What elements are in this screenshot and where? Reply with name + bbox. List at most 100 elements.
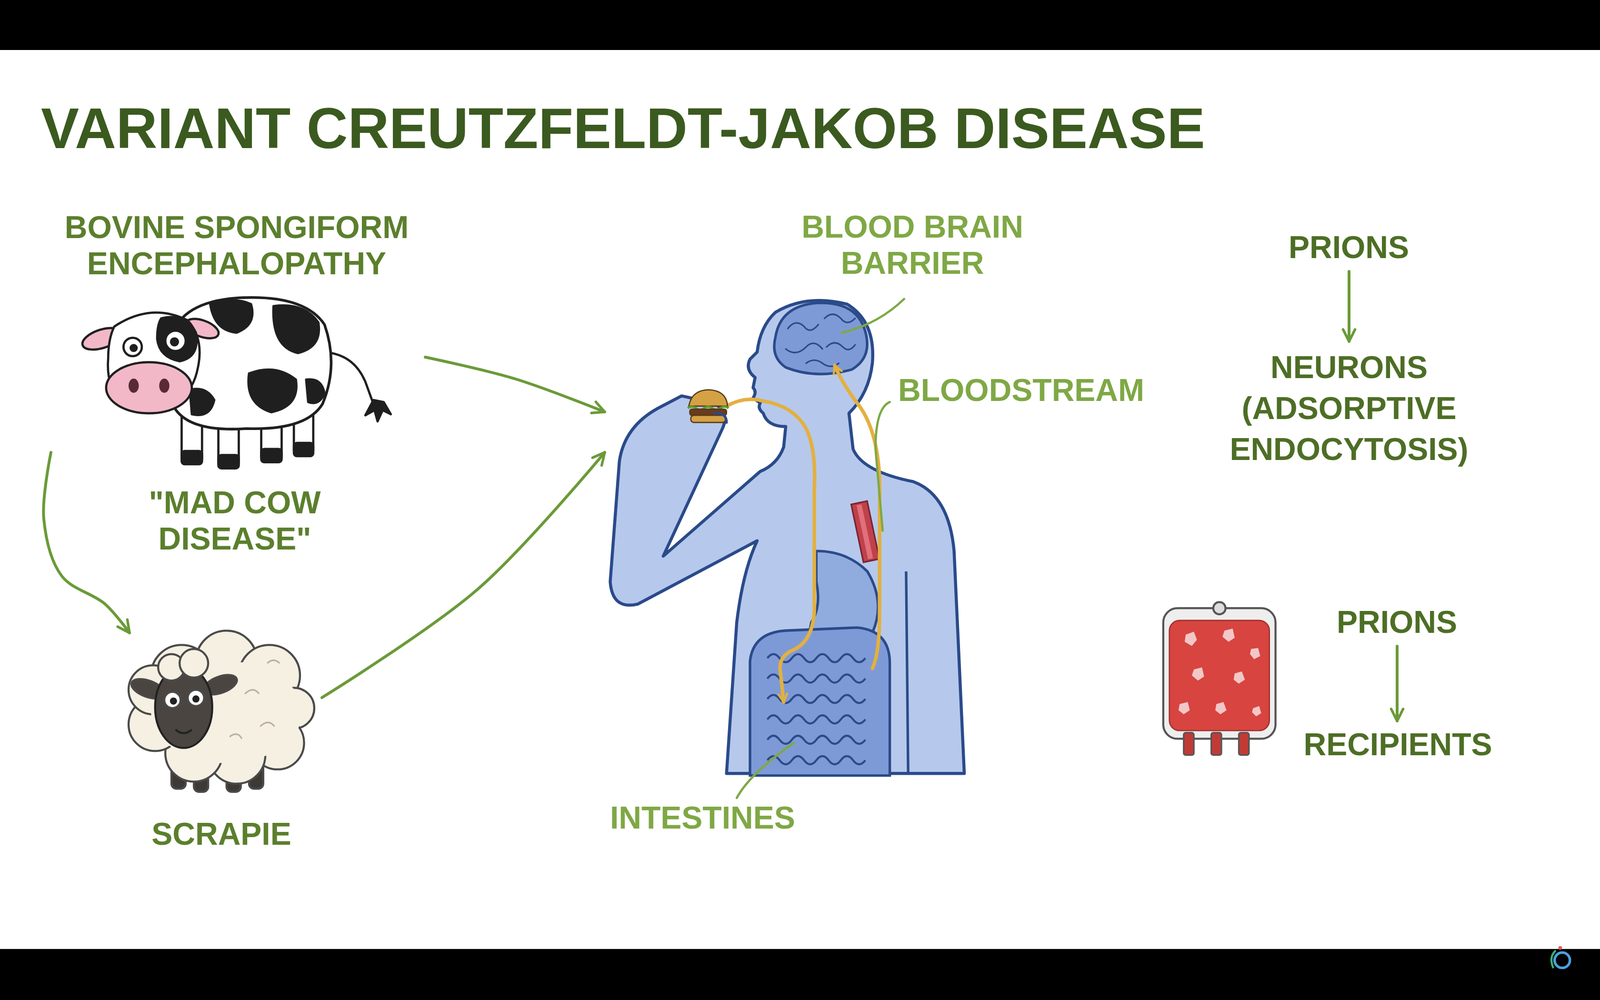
human-illustration [610,300,965,776]
prion-flecks [1184,631,1198,646]
prion-path [834,365,880,669]
burger [687,390,729,423]
node-label: BLOOD BRAIN BARRIER [788,209,1037,282]
sheep-illustration [128,630,315,792]
prion-flecks [1178,701,1190,715]
sheep-eye [164,691,181,709]
leader-line [875,401,890,531]
cow-spots [306,379,325,404]
text-slot: BLOOD BRAIN BARRIER [788,209,1037,282]
prion-flecks [1222,628,1235,642]
sheep-wool [128,630,315,784]
small-intestine-loops [767,715,866,724]
text-slot: SCRAPIE [123,816,320,853]
cow-pupil [170,337,180,347]
publisher-logo [1551,946,1570,969]
text-slot: BOVINE SPONGIFORM ENCEPHALOPATHY [50,209,423,282]
sheep-tuft [179,649,209,678]
brain [774,302,868,374]
cow-legs [181,450,202,465]
cow-tail-tuft [365,400,391,422]
leader-line [841,299,905,333]
blood-bag [1211,732,1222,756]
node-label: PRIONS [1288,229,1410,266]
sheep-wool-curls [260,722,275,727]
node-label: BLOODSTREAM [898,372,1145,409]
small-intestine-loops [767,654,866,765]
blood-vessel [850,500,880,563]
node-label: BOVINE SPONGIFORM ENCEPHALOPATHY [50,209,423,282]
bottom-bar [0,949,1600,1000]
leader-line [736,742,794,799]
cow-eye-patch [157,317,197,362]
sheep-wool-curls [244,690,260,695]
flow-arrow [1347,271,1351,342]
node-label: RECIPIENTS [1303,726,1493,763]
brain-folds [787,322,819,330]
cow-eye [165,330,186,351]
blood-bag [1238,732,1249,756]
neuron-label-node: NEURONS (ADSORPTIVE ENDOCYTOSIS) [1216,343,1482,474]
intestines [750,627,890,776]
node-label: SCRAPIE [123,816,320,853]
flow-arrow [321,452,605,698]
blood-bag [1183,732,1194,756]
blood-bag [1213,601,1226,615]
brain-folds [785,314,856,367]
human-thumb [714,413,727,423]
diagram-title: VARIANT CREUTZFELDT-JAKOB DISEASE [40,95,1206,161]
cow-spots [273,305,320,353]
connector-group [43,271,1398,721]
human-body [610,300,965,774]
blood-vessel [850,500,880,563]
text-slot: INTESTINES [610,800,796,837]
text-slot: BLOODSTREAM [898,372,1145,409]
brain-folds [824,314,855,323]
sheep-wool-curls [229,660,280,739]
human-arm-line [906,571,909,774]
flow-arrow [425,357,605,412]
cow-legs [293,442,314,457]
publisher-logo [1558,946,1563,950]
node-label: "MAD COW DISEASE" [139,484,330,558]
blood-bag [1163,601,1276,755]
sheep-pupil [170,697,178,705]
burger [690,415,726,423]
sheep-wool-curls [229,734,242,740]
cow-spots [190,300,325,416]
flow-arrow [43,452,130,633]
cow-spots [248,369,297,413]
recipient-label-node: RECIPIENTS [1300,722,1497,767]
top-bar [0,0,1600,50]
sheep-pupil [192,695,200,703]
blood-bag [1163,608,1276,739]
brain-folds [826,342,856,350]
leader-lines [736,299,904,799]
sheep-mouth [175,729,192,734]
sheep-eye [187,690,204,707]
prion-flecks [1191,667,1205,681]
sheep-illustration-node: SCRAPIE [123,635,322,860]
prion-flecks [1233,671,1246,684]
node-label: NEURONS (ADSORPTIVE ENDOCYTOSIS) [1220,347,1478,470]
cow-legs [218,455,240,469]
blood-bag [1169,620,1270,731]
cow-pupil [129,343,138,352]
burger [688,390,728,407]
small-intestine-loops [767,735,866,744]
cow-illustration-node: BOVINE SPONGIFORM ENCEPHALOPATHY "MAD COW… [50,209,426,567]
prion-flecks [1250,648,1260,660]
publisher-logo [1554,952,1570,968]
cow-spots [190,389,215,416]
prion-flecks [1215,701,1227,715]
food-path [726,399,815,703]
cow-eye [123,337,142,357]
small-intestine-loops [767,756,866,765]
blood-vessel [856,504,874,560]
prion-flecks [1251,706,1261,717]
prion-label-node: PRIONS [1284,225,1414,270]
cow-illustration [80,297,391,469]
